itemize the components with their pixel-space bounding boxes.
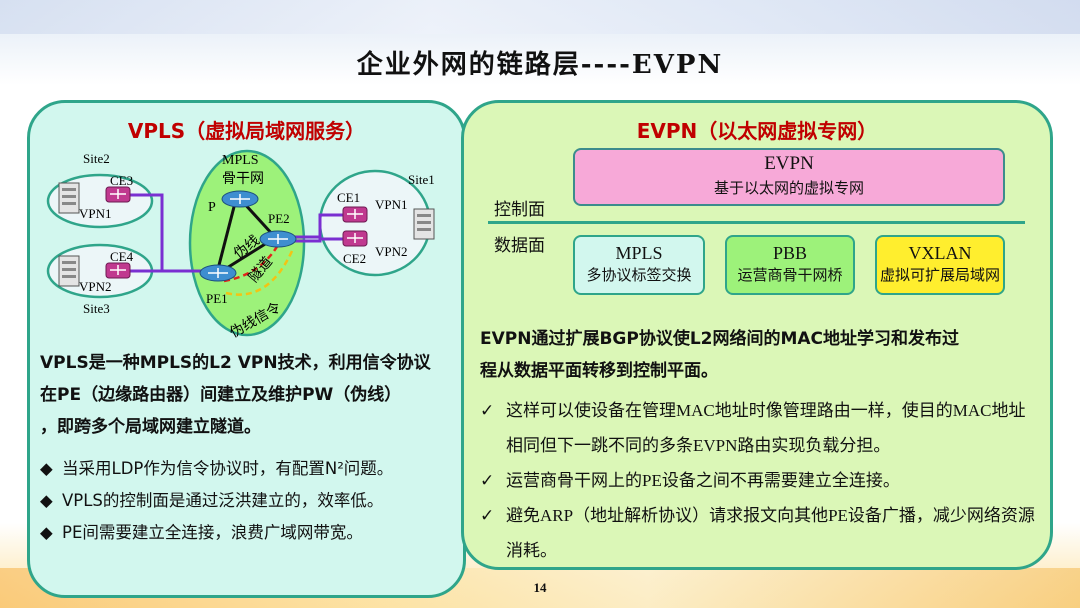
check-icon: ✓ bbox=[480, 471, 495, 490]
pseudowire-label: 伪线 bbox=[231, 232, 263, 262]
evpn-check-list: ✓这样可以使设备在管理MAC地址时像管理路由一样，使目的MAC地址相同但下一跳不… bbox=[480, 393, 1040, 568]
ce1-switch-icon bbox=[342, 206, 368, 223]
diamond-bullet-icon: ◆ bbox=[40, 523, 53, 542]
site1-ellipse bbox=[318, 169, 432, 277]
ce4-switch-icon bbox=[105, 262, 131, 279]
check-icon: ✓ bbox=[480, 506, 495, 525]
site2-label: Site2 bbox=[83, 151, 110, 166]
evpn-panel-title: EVPN（以太网虚拟专网） bbox=[636, 119, 878, 143]
server-icon-site3 bbox=[58, 255, 80, 287]
ce4-label: CE4 bbox=[110, 249, 134, 264]
vpls-bullet-list: ◆当采用LDP作为信令协议时，有配置N²问题。 ◆VPLS的控制面是通过泛洪建立… bbox=[40, 453, 464, 549]
site3-label: Site3 bbox=[83, 301, 110, 316]
evpn-check-item: ✓运营商骨干网上的PE设备之间不再需要建立全连接。 bbox=[480, 463, 1040, 498]
vpn1-right-label: VPN1 bbox=[375, 197, 408, 212]
pw-signaling-path bbox=[225, 250, 294, 296]
vxlan-box-subtitle: 虚拟可扩展局域网 bbox=[879, 268, 1000, 284]
evpn-check-item: ✓这样可以使设备在管理MAC地址时像管理路由一样，使目的MAC地址相同但下一跳不… bbox=[480, 393, 1040, 463]
mpls-core-ellipse bbox=[188, 149, 306, 337]
top-decor-band bbox=[0, 0, 1080, 34]
link-p-pe2 bbox=[240, 199, 275, 237]
vpn2-right-label: VPN2 bbox=[375, 244, 408, 259]
slide-title: 企业外网的链路层----EVPN bbox=[356, 50, 724, 80]
evpn-intro-line: EVPN通过扩展BGP协议使L2网络间的MAC地址学习和发布过 bbox=[480, 329, 960, 349]
server-icon-site2 bbox=[58, 182, 80, 214]
vxlan-box: VXLAN 虚拟可扩展局域网 bbox=[875, 235, 1005, 295]
vpls-intro-line: 在PE（边缘路由器）间建立及维护PW（伪线） bbox=[40, 385, 402, 405]
evpn-intro-line: 程从数据平面转移到控制平面。 bbox=[480, 361, 718, 381]
mpls-box-subtitle: 多协议标签交换 bbox=[586, 268, 692, 284]
mpls-box-title: MPLS bbox=[615, 243, 663, 263]
link-pe1-pe2 bbox=[221, 239, 271, 273]
site1-label: Site1 bbox=[408, 172, 435, 187]
pe1-router-icon bbox=[199, 264, 237, 282]
ce1-label: CE1 bbox=[337, 190, 360, 205]
evpn-box-title: EVPN bbox=[764, 153, 814, 174]
pbb-box-title: PBB bbox=[772, 243, 808, 263]
core-label-line1: MPLS bbox=[222, 153, 259, 168]
core-label-line2: 骨干网 bbox=[222, 171, 264, 187]
ce2-label: CE2 bbox=[343, 251, 366, 266]
tunnel-label: 隧道 bbox=[246, 254, 276, 286]
evpn-check-item: ✓避免ARP（地址解析协议）请求报文向其他PE设备广播，减少网络资源消耗。 bbox=[480, 498, 1040, 568]
site2-ellipse bbox=[46, 173, 154, 229]
vpls-intro-text: VPLS是一种MPLS的L2 VPN技术，利用信令协议 在PE（边缘路由器）间建… bbox=[40, 347, 464, 443]
evpn-intro-text: EVPN通过扩展BGP协议使L2网络间的MAC地址学习和发布过 程从数据平面转移… bbox=[480, 323, 1040, 387]
diamond-bullet-icon: ◆ bbox=[40, 459, 53, 478]
vpls-bullet-item: ◆PE间需要建立全连接，浪费广域网带宽。 bbox=[40, 517, 464, 549]
server-icon-site1 bbox=[413, 208, 435, 240]
link-ce3-pe1 bbox=[128, 193, 215, 273]
data-plane-label: 数据面 bbox=[494, 236, 545, 255]
mpls-box: MPLS 多协议标签交换 bbox=[573, 235, 705, 295]
ce2-switch-icon bbox=[342, 230, 368, 247]
link-p-pe1 bbox=[216, 202, 237, 270]
check-icon: ✓ bbox=[480, 401, 495, 420]
evpn-box-subtitle: 基于以太网的虚拟专网 bbox=[713, 181, 864, 197]
diamond-bullet-icon: ◆ bbox=[40, 491, 53, 510]
page-number: 14 bbox=[533, 580, 547, 595]
p-router-icon bbox=[221, 190, 259, 208]
vpls-intro-line: ，即跨多个局域网建立隧道。 bbox=[40, 417, 261, 437]
link-pe2-ce1 bbox=[288, 213, 345, 239]
pe2-router-icon bbox=[259, 230, 297, 248]
evpn-panel: EVPN（以太网虚拟专网） EVPN 基于以太网的虚拟专网 控制面 数据面 MP… bbox=[461, 100, 1053, 570]
ce3-label: CE3 bbox=[110, 173, 133, 188]
pe2-label: PE2 bbox=[268, 211, 290, 226]
evpn-control-box: EVPN 基于以太网的虚拟专网 bbox=[573, 148, 1005, 206]
link-pe2-ce2 bbox=[288, 237, 345, 243]
vpn1-left-label: VPN1 bbox=[79, 206, 112, 221]
p-label: P bbox=[208, 200, 216, 215]
vpls-bullet-item: ◆当采用LDP作为信令协议时，有配置N²问题。 bbox=[40, 453, 464, 485]
pbb-box-subtitle: 运营商骨干网桥 bbox=[737, 268, 843, 284]
site3-ellipse bbox=[46, 243, 154, 299]
vpls-bullet-item: ◆VPLS的控制面是通过泛洪建立的，效率低。 bbox=[40, 485, 464, 517]
vxlan-box-title: VXLAN bbox=[908, 243, 972, 263]
pbb-box: PBB 运营商骨干网桥 bbox=[725, 235, 855, 295]
control-plane-label: 控制面 bbox=[494, 200, 545, 219]
vpls-panel-title: VPLS（虚拟局域网服务） bbox=[127, 119, 366, 143]
vpls-panel: VPLS（虚拟局域网服务） bbox=[27, 100, 466, 598]
plane-divider bbox=[488, 221, 1025, 224]
vpls-intro-line: VPLS是一种MPLS的L2 VPN技术，利用信令协议 bbox=[40, 353, 431, 373]
vpn2-left-label: VPN2 bbox=[79, 279, 112, 294]
tunnel-path bbox=[223, 244, 280, 283]
ce3-switch-icon bbox=[105, 186, 131, 203]
pe1-label: PE1 bbox=[206, 291, 228, 306]
pw-signaling-label: 伪线信令 bbox=[227, 300, 283, 342]
